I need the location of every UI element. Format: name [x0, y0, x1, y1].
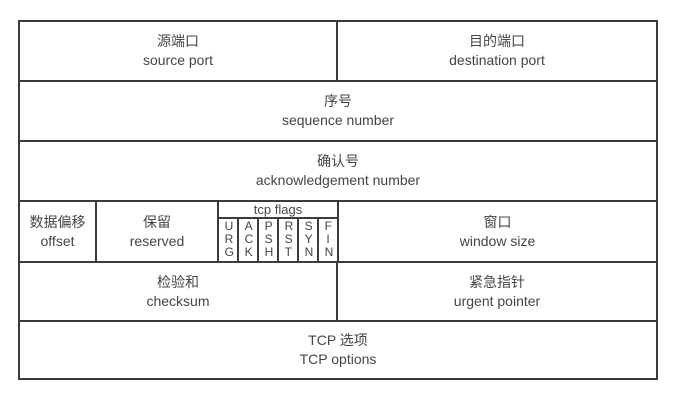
sequence-number-label-en: sequence number	[281, 112, 395, 128]
flag-psh-label: PSH	[264, 219, 274, 259]
cell-sequence-number: 序号 sequence number	[20, 82, 656, 140]
flag-psh: PSH	[259, 219, 279, 261]
flag-fin: FIN	[319, 219, 337, 261]
cell-data-offset: 数据偏移 offset	[20, 202, 97, 261]
tcp-options-label-en: TCP options	[299, 351, 377, 367]
row-ports: 源端口 source port 目的端口 destination port	[20, 22, 656, 82]
flag-fin-label: FIN	[324, 219, 334, 259]
row-offset-flags-window: 数据偏移 offset 保留 reserved tcp flags URG AC…	[20, 202, 656, 263]
window-size-label-en: window size	[459, 232, 536, 249]
flag-urg: URG	[219, 219, 239, 261]
reserved-label-en: reserved	[129, 232, 185, 249]
tcp-options-label-zh: TCP 选项	[308, 332, 368, 348]
flag-ack-label: ACK	[244, 219, 254, 259]
cell-urgent-pointer: 紧急指针 urgent pointer	[338, 263, 656, 320]
flag-syn: SYN	[299, 219, 319, 261]
acknowledgement-number-label-en: acknowledgement number	[255, 172, 421, 188]
reserved-label-zh: 保留	[143, 213, 171, 230]
row-acknowledgement-number: 确认号 acknowledgement number	[20, 142, 656, 202]
urgent-pointer-label-en: urgent pointer	[453, 292, 541, 309]
acknowledgement-number-label-zh: 确认号	[317, 153, 359, 169]
cell-destination-port: 目的端口 destination port	[338, 22, 656, 80]
row-checksum-urgent: 检验和 checksum 紧急指针 urgent pointer	[20, 263, 656, 322]
cell-tcp-options: TCP 选项 TCP options	[20, 322, 656, 378]
cell-source-port: 源端口 source port	[20, 22, 338, 80]
cell-reserved: 保留 reserved	[97, 202, 219, 261]
row-tcp-options: TCP 选项 TCP options	[20, 322, 656, 378]
source-port-label-zh: 源端口	[157, 33, 199, 49]
flag-syn-label: SYN	[304, 219, 314, 259]
flag-rst-label: RST	[284, 219, 294, 259]
cell-checksum: 检验和 checksum	[20, 263, 338, 320]
cell-acknowledgement-number: 确认号 acknowledgement number	[20, 142, 656, 200]
tcp-flags-cells: URG ACK PSH RST SYN FIN	[219, 219, 337, 261]
cell-window-size: 窗口 window size	[339, 202, 656, 261]
cell-tcp-flags: tcp flags URG ACK PSH RST SYN FIN	[219, 202, 339, 261]
window-size-label-zh: 窗口	[483, 213, 512, 230]
flag-ack: ACK	[239, 219, 259, 261]
source-port-label-en: source port	[142, 52, 214, 68]
urgent-pointer-label-zh: 紧急指针	[469, 273, 525, 290]
row-sequence-number: 序号 sequence number	[20, 82, 656, 142]
sequence-number-label-zh: 序号	[324, 93, 352, 109]
flag-rst: RST	[279, 219, 299, 261]
flag-urg-label: URG	[224, 219, 234, 259]
tcp-header-diagram: 源端口 source port 目的端口 destination port 序号…	[18, 20, 658, 380]
checksum-label-zh: 检验和	[157, 273, 199, 290]
destination-port-label-zh: 目的端口	[469, 33, 525, 49]
data-offset-label-en: offset	[40, 232, 75, 249]
checksum-label-en: checksum	[146, 292, 210, 309]
data-offset-label-zh: 数据偏移	[29, 213, 86, 230]
tcp-flags-header: tcp flags	[219, 202, 337, 219]
destination-port-label-en: destination port	[449, 52, 545, 68]
